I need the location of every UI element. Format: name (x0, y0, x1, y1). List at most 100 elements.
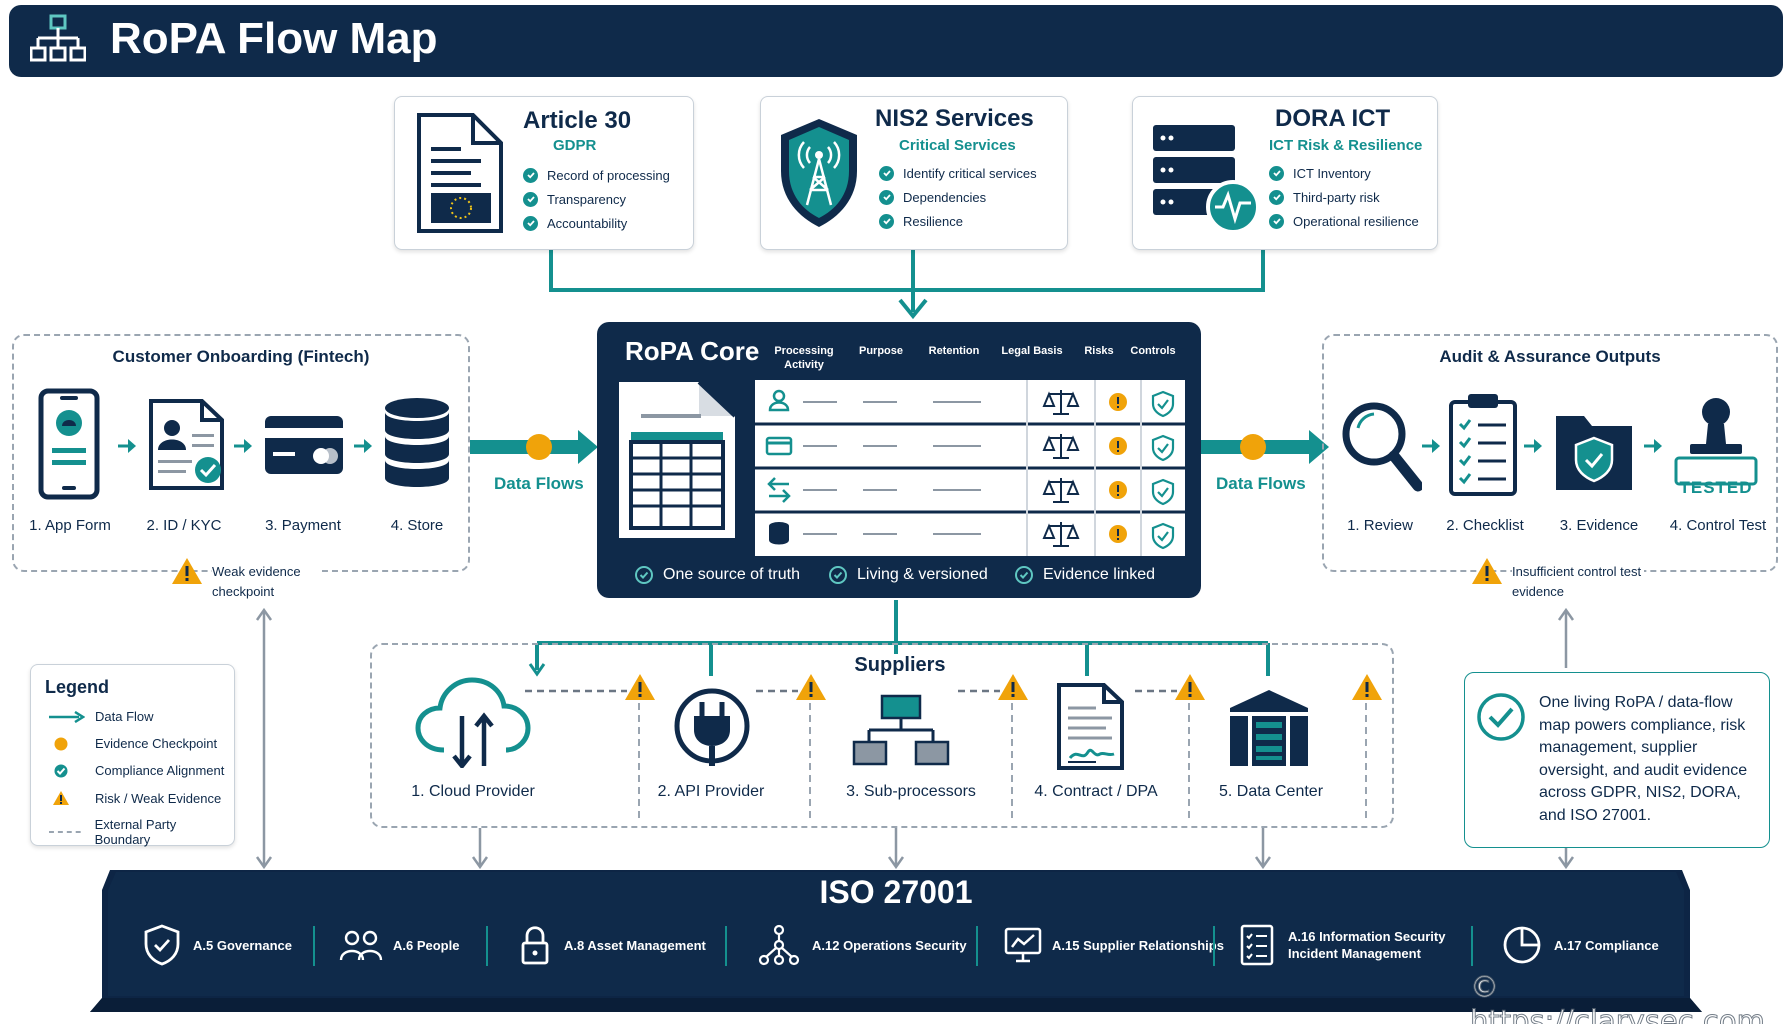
check-icon (523, 215, 538, 231)
ropa-core-panel: RoPA Core Processing Activity Purpose Re… (597, 322, 1201, 598)
framework-subtitle: ICT Risk & Resilience (1269, 137, 1423, 154)
audit-step: 1. Review (1347, 517, 1413, 534)
check-icon (879, 213, 894, 229)
supplier-item: 5. Data Center (1218, 783, 1324, 800)
network-nodes-icon (758, 924, 800, 966)
data-flow-bar-left (470, 440, 580, 454)
server-pulse-icon (1153, 125, 1260, 233)
legend-title: Legend (45, 677, 110, 697)
iso-separator (486, 926, 488, 966)
check-icon (523, 191, 538, 207)
audit-title: Audit & Assurance Outputs (1439, 347, 1661, 366)
legend-item: Data Flow (49, 709, 154, 724)
framework-connector (549, 250, 1265, 292)
framework-subtitle: Critical Services (899, 137, 1016, 154)
supplier-item: 4. Contract / DPA (1034, 783, 1158, 800)
arrow-right-icon (49, 710, 85, 723)
iso-separator (725, 926, 727, 966)
checklist-item: Third-party risk (1269, 185, 1419, 209)
document-eu-icon (417, 113, 503, 233)
check-circle-icon (635, 566, 653, 584)
framework-title: DORA ICT (1275, 105, 1391, 132)
iso-control: A.15 Supplier Relationships (1004, 920, 1224, 970)
framework-checklist: Record of processing Transparency Accoun… (523, 163, 670, 235)
check-circle-icon (829, 566, 847, 584)
core-footer-item: One source of truth (635, 566, 800, 584)
legend-item: Compliance Alignment (49, 763, 224, 778)
iso-separator (1471, 926, 1473, 966)
clock-icon (1503, 926, 1541, 964)
checklist-item: Accountability (523, 211, 670, 235)
cloud-upload-icon (415, 677, 531, 768)
iso-control: A.12 Operations Security (758, 920, 967, 970)
orange-dot-icon (54, 737, 68, 750)
onboarding-step: 1. App Form (29, 517, 111, 534)
onboarding-warning: Weak evidence checkpoint (212, 562, 322, 602)
check-circle-icon (1477, 693, 1525, 741)
lock-icon (521, 926, 549, 965)
dashed-line-icon (49, 831, 83, 833)
legend-box: Legend Data Flow Evidence Checkpoint Com… (30, 664, 235, 847)
shield-antenna-icon (781, 119, 857, 227)
gray-arrow (1254, 828, 1272, 870)
checklist-item: ICT Inventory (1269, 161, 1419, 185)
checklist-item: Dependencies (879, 185, 1037, 209)
data-flows-label-right: Data Flows (1216, 474, 1306, 493)
check-icon (879, 189, 894, 205)
onboarding-step: 4. Store (390, 517, 444, 534)
checklist-item: Resilience (879, 209, 1037, 233)
iso-separator (1213, 926, 1215, 966)
framework-card-nis2: NIS2 Services Critical Services Identify… (760, 96, 1068, 250)
audit-step: 4. Control Test (1669, 517, 1767, 534)
check-icon (523, 167, 538, 183)
audit-step: 2. Checklist (1446, 517, 1524, 534)
iso-title: ISO 27001 (819, 874, 973, 910)
core-footer-item: Evidence linked (1015, 566, 1155, 584)
framework-arrowhead (898, 298, 928, 320)
evidence-checkpoint-dot (1240, 434, 1266, 460)
id-card-icon (149, 399, 224, 490)
onboarding-step-arrows (118, 439, 372, 453)
header-bar (9, 5, 1783, 77)
warning-icon (1175, 674, 1205, 700)
gray-arrow (471, 828, 489, 870)
framework-card-dora: DORA ICT ICT Risk & Resilience ICT Inven… (1132, 96, 1438, 250)
check-icon (1269, 189, 1284, 205)
checklist-doc-icon (1240, 924, 1274, 966)
watermark: © https://clarysec.com (1470, 970, 1766, 1024)
evidence-checkpoint-dot (526, 434, 552, 460)
suppliers-zone (370, 643, 1394, 828)
warning-icon (796, 674, 826, 700)
framework-subtitle: GDPR (553, 137, 597, 154)
core-column-header: Purpose (858, 345, 903, 357)
checklist-item: Record of processing (523, 163, 670, 187)
iso-control: A.5 Governance (143, 920, 292, 970)
monitor-chart-icon (1004, 927, 1042, 963)
iso-control: A.16 Information Security Incident Manag… (1240, 920, 1452, 970)
onboarding-step: 2. ID / KYC (146, 517, 222, 534)
checklist-item: Identify critical services (879, 161, 1037, 185)
legend-item: Evidence Checkpoint (49, 736, 217, 751)
data-flows-label-left: Data Flows (494, 474, 584, 493)
framework-title: Article 30 (523, 107, 632, 134)
credit-card-icon (265, 416, 343, 474)
framework-checklist: Identify critical services Dependencies … (879, 161, 1037, 233)
iso-control: A.6 People (339, 920, 459, 970)
warning-icon (1352, 674, 1382, 700)
supplier-arrowhead (528, 663, 546, 677)
onboarding-title: Customer Onboarding (Fintech) (112, 347, 370, 366)
check-circle-icon (1015, 566, 1033, 584)
shield-check-icon (144, 924, 180, 966)
warning-icon (1472, 558, 1502, 584)
gray-arrow (887, 828, 905, 870)
check-icon (54, 764, 68, 777)
data-center-icon (1230, 690, 1308, 766)
core-column-header: Processing Activity (774, 345, 834, 371)
document-table-icon (619, 380, 737, 538)
check-icon (1269, 213, 1284, 229)
gray-arrow (1557, 848, 1575, 870)
core-column-header: Controls (1130, 345, 1176, 357)
magnifier-icon (1342, 402, 1422, 492)
audit-warning: Insufficient control test evidence (1512, 562, 1644, 602)
framework-title: NIS2 Services (875, 105, 1034, 132)
